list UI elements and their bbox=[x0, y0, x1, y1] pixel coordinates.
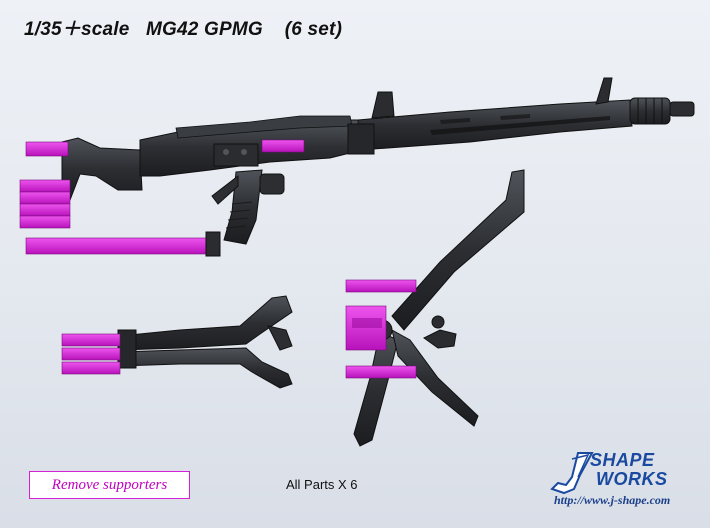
gun-front-sight bbox=[595, 77, 613, 105]
support-bar bbox=[19, 179, 71, 193]
folded-bipod bbox=[61, 295, 293, 389]
gun-stock bbox=[61, 137, 143, 201]
gun-pistol-grip bbox=[223, 169, 263, 245]
logo-works-text: WORKS bbox=[596, 469, 668, 489]
bipod-leg-upper bbox=[119, 295, 293, 351]
product-title: 1/35＋scale MG42 GPMG (6 set) bbox=[24, 19, 343, 40]
bipod-leg-lower bbox=[119, 347, 293, 389]
support-bar bbox=[345, 365, 417, 379]
support-bar bbox=[61, 347, 121, 361]
support-bar bbox=[261, 139, 305, 153]
support-bar bbox=[61, 333, 121, 347]
bipod-leg-right bbox=[391, 169, 525, 331]
gun-muzzle-booster bbox=[629, 97, 671, 125]
support-bar bbox=[61, 361, 121, 375]
remove-supporters-text: Remove supporters bbox=[51, 476, 168, 493]
remove-supporters-note: Remove supporters bbox=[29, 471, 190, 499]
support-bar-long bbox=[25, 237, 213, 255]
gun-rear-sight bbox=[371, 91, 395, 119]
logo-shape-text: SHAPE bbox=[590, 450, 655, 470]
gun-supports bbox=[19, 139, 305, 257]
parts-count-label: All Parts X 6 bbox=[286, 477, 358, 492]
open-bipod bbox=[345, 169, 525, 447]
shapeworks-logo: SHAPE WORKS http://www.j-shape.com bbox=[544, 449, 694, 513]
support-bar bbox=[345, 279, 417, 293]
support-bar bbox=[19, 203, 71, 217]
logo-emblem-icon bbox=[550, 452, 594, 495]
support-bar bbox=[19, 191, 71, 205]
support-bar bbox=[25, 141, 69, 157]
logo-url[interactable]: http://www.j-shape.com bbox=[554, 493, 671, 507]
support-bar bbox=[19, 215, 71, 229]
mg42-gun bbox=[61, 77, 695, 245]
